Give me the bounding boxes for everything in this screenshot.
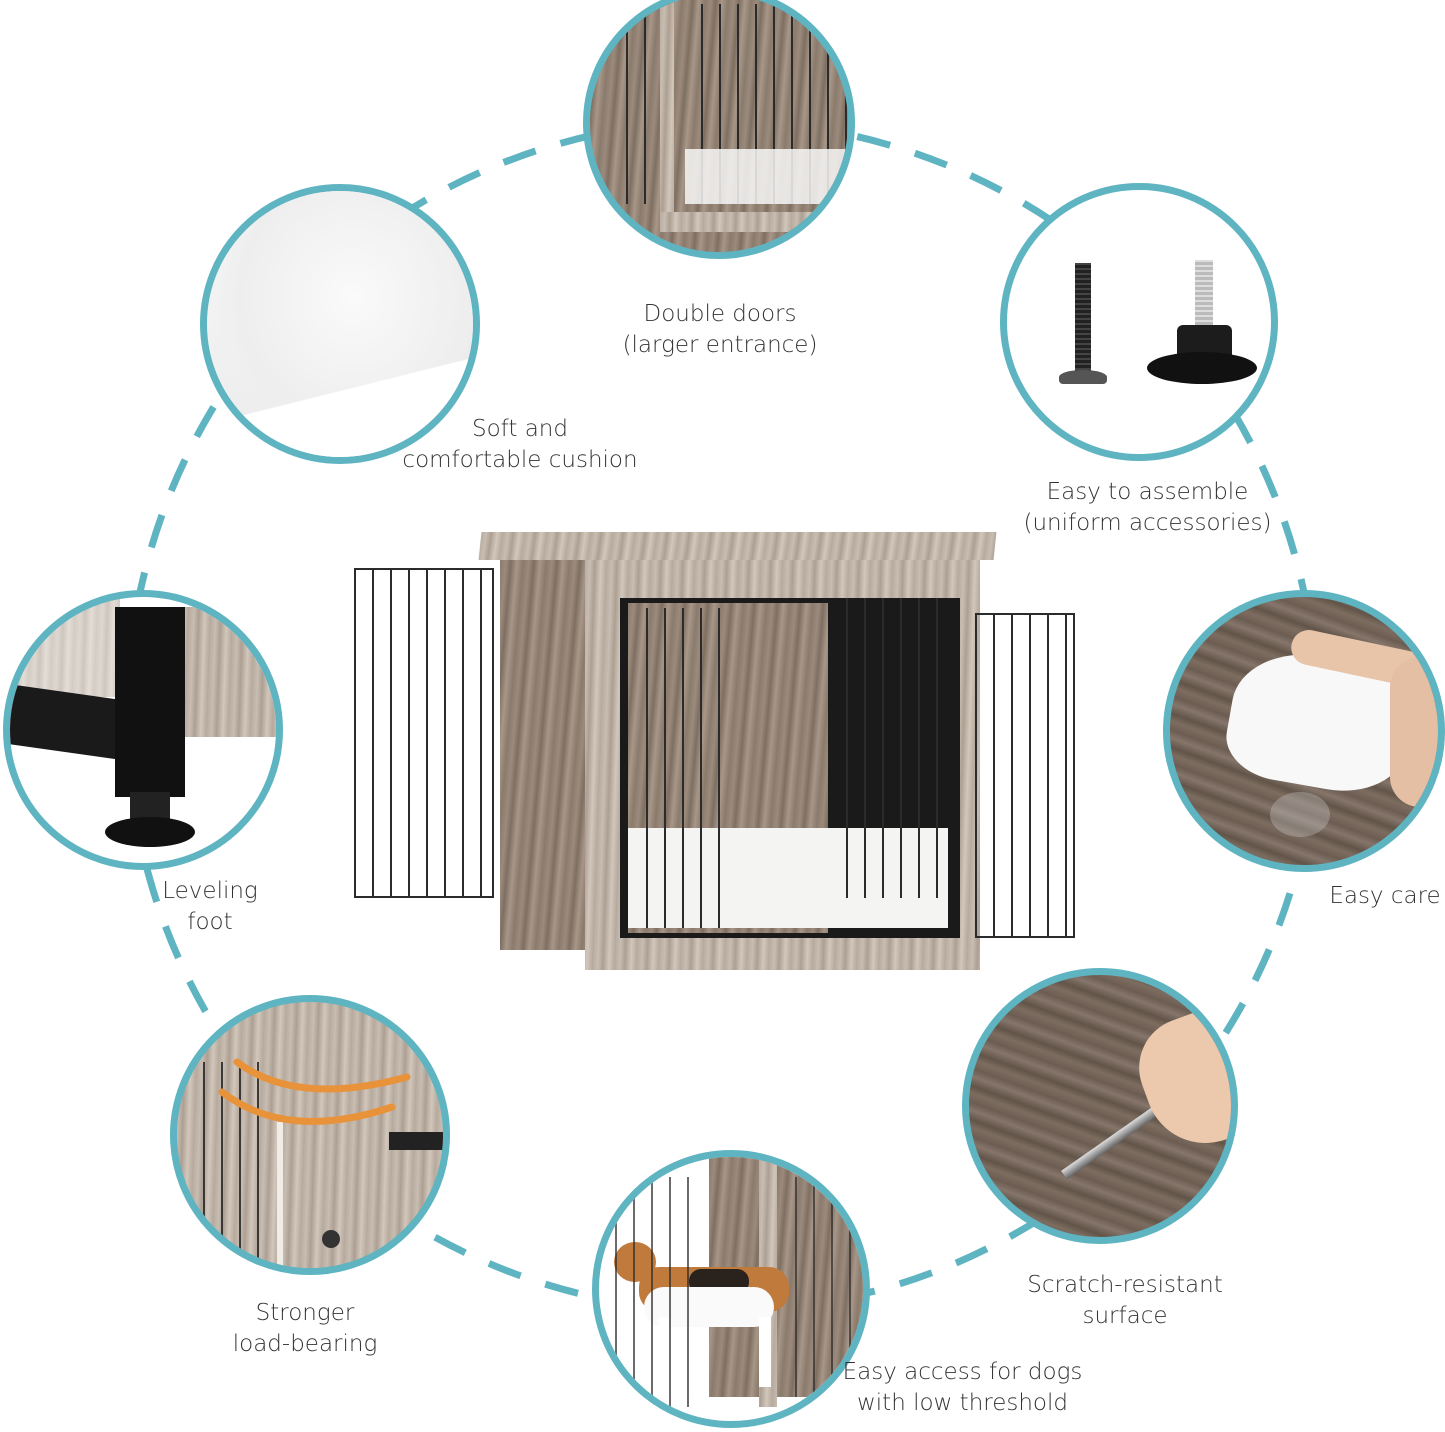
feature-bubble-scratch-resistant: [962, 968, 1238, 1244]
feature-label-load-bearing: Stronger load-bearing: [232, 1300, 378, 1357]
leveling-foot-icon: [10, 597, 276, 863]
feature-bubble-easy-care: [1163, 590, 1445, 872]
feature-label-scratch-resistant: Scratch-resistant surface: [1027, 1272, 1223, 1329]
dog-entering-icon: [599, 1157, 863, 1421]
crate-top: [478, 532, 997, 560]
feature-label-easy-access: Easy access for dogs with low threshold: [842, 1359, 1083, 1416]
feature-bubble-easy-access: [592, 1150, 870, 1428]
feature-label-easy-care: Easy care: [1329, 883, 1441, 909]
front-right-door-inner: [830, 598, 950, 898]
feature-bubble-leveling-foot: [3, 590, 283, 870]
corner-edge-icon: [177, 1002, 443, 1268]
feature-bubble-double-doors: [583, 0, 855, 259]
feature-label-assemble: Easy to assemble (uniform accessories): [1023, 479, 1272, 536]
left-open-door[interactable]: [354, 568, 494, 898]
scratch-tool-icon: [969, 975, 1231, 1237]
right-open-door[interactable]: [975, 613, 1075, 938]
feature-bubble-load-bearing: [170, 995, 450, 1275]
feature-label-leveling-foot: Leveling foot: [162, 878, 258, 935]
feature-label-cushion: Soft and comfortable cushion: [402, 416, 638, 473]
screws-icon: [1007, 190, 1271, 454]
crate-side-panel: [500, 560, 585, 950]
front-left-door: [630, 608, 730, 928]
cleaning-cloth-icon: [1170, 597, 1438, 865]
dog-crate-image: [350, 528, 1080, 978]
feature-bubble-cushion: [200, 184, 480, 464]
feature-label-double-doors: Double doors (larger entrance): [622, 301, 818, 358]
feature-bubble-assemble: [1000, 183, 1278, 461]
double-door-crate-icon: [590, 0, 848, 252]
